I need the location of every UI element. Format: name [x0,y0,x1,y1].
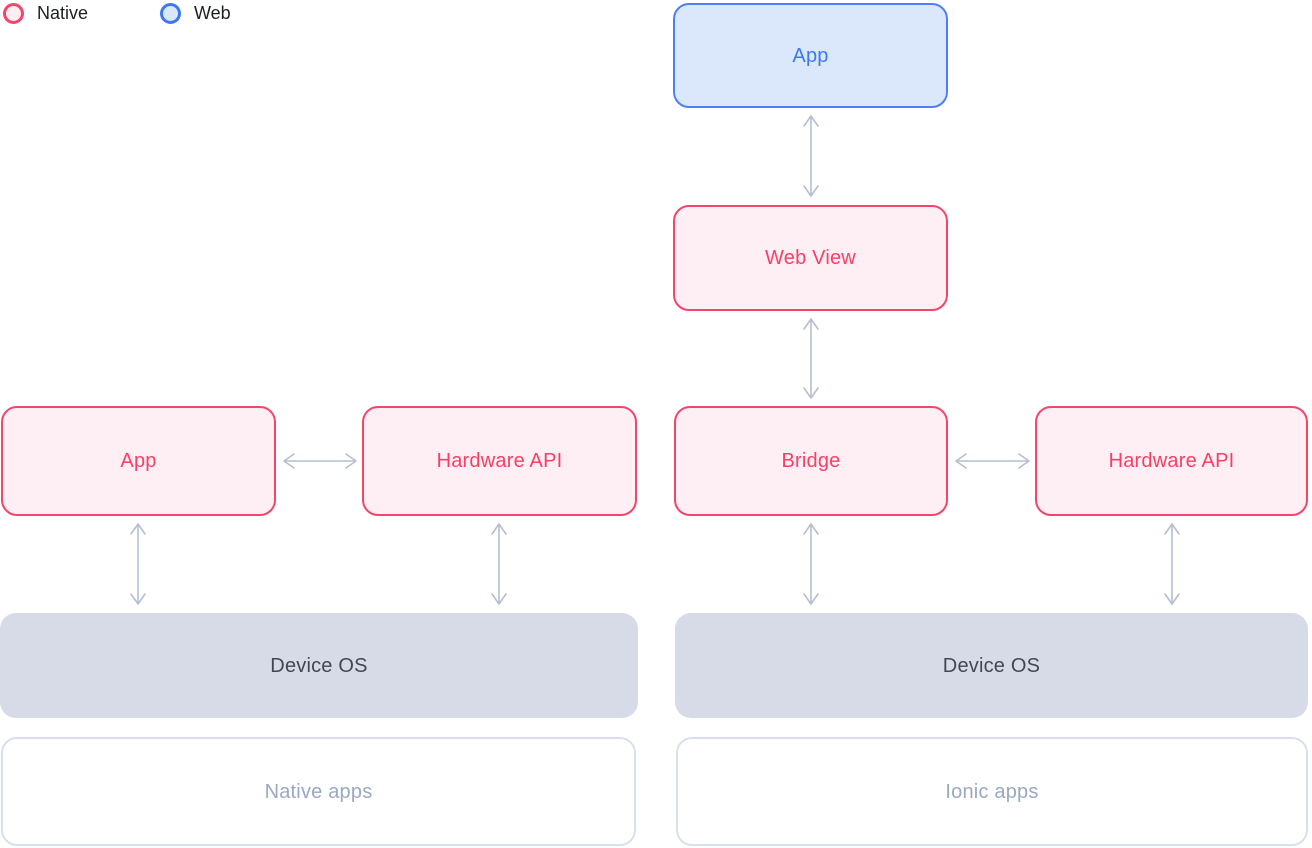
bridge-label: Bridge [781,450,841,472]
web-view-box: Web View [673,205,948,311]
native-hardware-api-label: Hardware API [436,450,563,472]
web-view-label: Web View [765,247,856,269]
ionic-device-os-label: Device OS [942,654,1041,677]
ionic-hardware-api-box: Hardware API [1035,406,1308,516]
arrow-app-deviceos [130,523,146,605]
native-app-box: App [1,406,276,516]
bridge-box: Bridge [674,406,948,516]
ionic-apps-caption: Ionic apps [945,780,1039,803]
native-app-label: App [120,450,157,472]
arrow-hardwareapi-deviceos-right [1164,523,1180,605]
arrow-bridge-deviceos [803,523,819,605]
ionic-app-label: App [792,44,829,67]
native-apps-caption: Native apps [264,780,373,803]
legend-native-label: Native [37,3,89,23]
legend-web-label: Web [194,3,231,23]
arrow-hardwareapi-deviceos-left [491,523,507,605]
native-apps-caption-box: Native apps [1,737,636,846]
native-legend-icon [3,2,24,24]
ionic-app-box: App [673,3,948,108]
legend-web: Web [160,2,231,24]
arrow-webview-bridge [803,318,819,399]
arrow-app-hardwareapi [283,453,357,469]
arrow-app-webview [803,115,819,197]
legend-native: Native [3,2,88,24]
native-hardware-api-box: Hardware API [362,406,637,516]
ionic-apps-caption-box: Ionic apps [676,737,1308,846]
arrow-bridge-hardwareapi [955,453,1030,469]
ionic-device-os-box: Device OS [675,613,1308,718]
native-device-os-box: Device OS [0,613,638,718]
ionic-hardware-api-label: Hardware API [1108,450,1235,472]
web-legend-icon [160,2,181,24]
native-device-os-label: Device OS [270,654,368,677]
